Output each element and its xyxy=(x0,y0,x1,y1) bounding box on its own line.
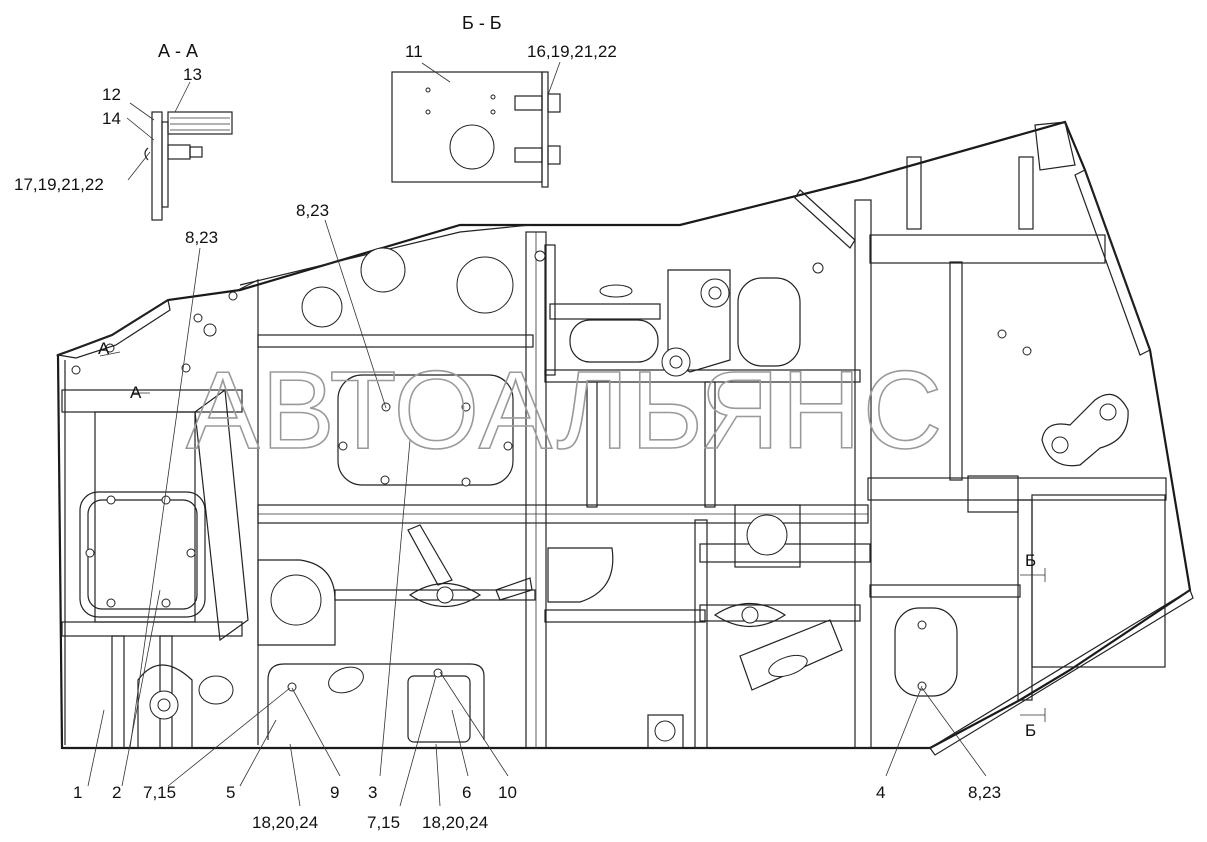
section-mark-a-bottom: А xyxy=(130,383,142,402)
leader-lines xyxy=(87,61,1046,807)
watermark: АВТОАЛЬЯНС xyxy=(186,349,944,472)
callout-17-19-21-22: 17,19,21,22 xyxy=(14,175,104,194)
callout-18-20-24-right: 18,20,24 xyxy=(422,813,488,832)
callout-10: 10 xyxy=(498,783,517,802)
section-aa-detail xyxy=(144,111,233,221)
callout-6: 6 xyxy=(462,783,471,802)
callout-7-15-left: 7,15 xyxy=(143,783,176,802)
callout-8-23-left: 8,23 xyxy=(185,228,218,247)
section-mark-a-top: А xyxy=(98,339,110,358)
mounting-holes xyxy=(71,247,1032,692)
callout-5: 5 xyxy=(226,783,235,802)
section-mark-b-bottom: Б xyxy=(1025,721,1036,740)
callout-8-23-upper: 8,23 xyxy=(296,201,329,220)
struts xyxy=(55,121,1194,756)
section-aa-title: А - А xyxy=(158,41,198,61)
callout-14: 14 xyxy=(102,109,121,128)
vertical-beams xyxy=(111,156,1034,749)
callout-11: 11 xyxy=(405,42,423,61)
section-bb-detail xyxy=(391,71,561,188)
hatch-plates xyxy=(79,269,1166,743)
callout-16-19-21-22: 16,19,21,22 xyxy=(527,42,617,61)
callout-2: 2 xyxy=(112,783,121,802)
section-bb-title: Б - Б xyxy=(462,13,502,33)
callout-12: 12 xyxy=(102,85,121,104)
callout-9: 9 xyxy=(330,783,339,802)
flanges xyxy=(137,278,1129,749)
callout-8-23-right: 8,23 xyxy=(968,783,1001,802)
callout-13: 13 xyxy=(183,65,202,84)
callout-7-15-right: 7,15 xyxy=(367,813,400,832)
callout-4: 4 xyxy=(876,783,885,802)
section-mark-b-top: Б xyxy=(1025,551,1036,570)
callout-3: 3 xyxy=(368,783,377,802)
callout-1: 1 xyxy=(73,783,82,802)
callout-18-20-24-left: 18,20,24 xyxy=(252,813,318,832)
